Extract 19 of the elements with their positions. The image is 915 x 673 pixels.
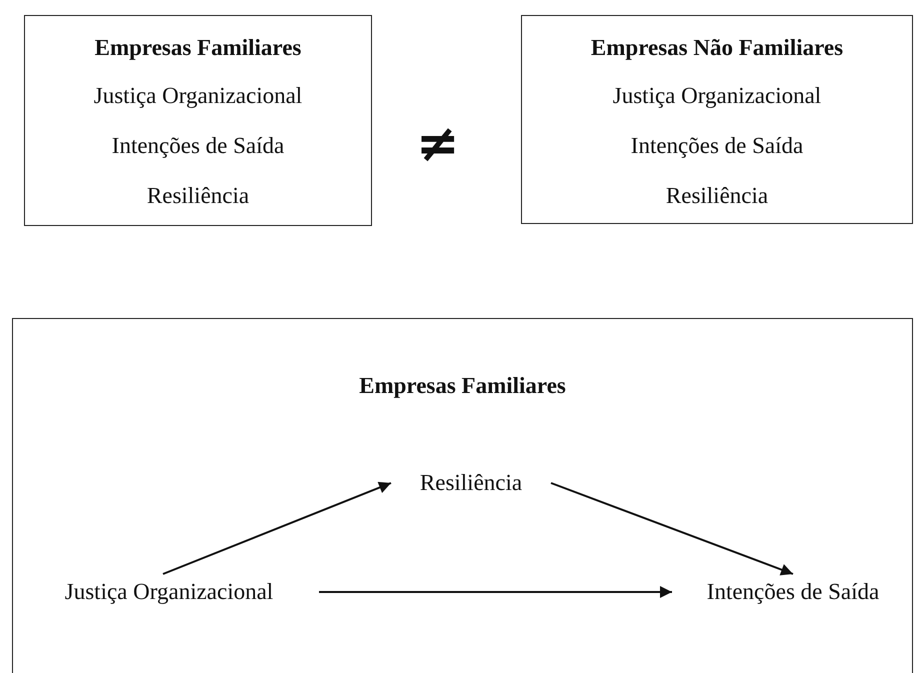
arrow	[319, 586, 672, 598]
variable-label: Justiça Organizacional	[92, 84, 304, 107]
group-box	[521, 15, 913, 224]
variable-label: Intenções de Saída	[630, 134, 804, 157]
group-box	[12, 318, 913, 673]
not-equal-sign: ≠	[416, 118, 460, 170]
variable-label: Resiliência	[418, 471, 524, 494]
variable-label: Intenções de Saída	[110, 134, 286, 157]
variable-label: Justiça Organizacional	[64, 580, 274, 603]
group-heading: Empresas Não Familiares	[590, 36, 844, 59]
group-heading: Empresas Familiares	[358, 374, 567, 397]
variable-label: Resiliência	[146, 184, 250, 207]
group-box	[24, 15, 372, 226]
variable-label: Intenções de Saída	[706, 580, 880, 603]
arrow	[162, 482, 392, 575]
variable-label: Justiça Organizacional	[612, 84, 822, 107]
variable-label: Resiliência	[664, 184, 770, 207]
group-heading: Empresas Familiares	[94, 36, 302, 59]
arrow	[550, 482, 794, 576]
